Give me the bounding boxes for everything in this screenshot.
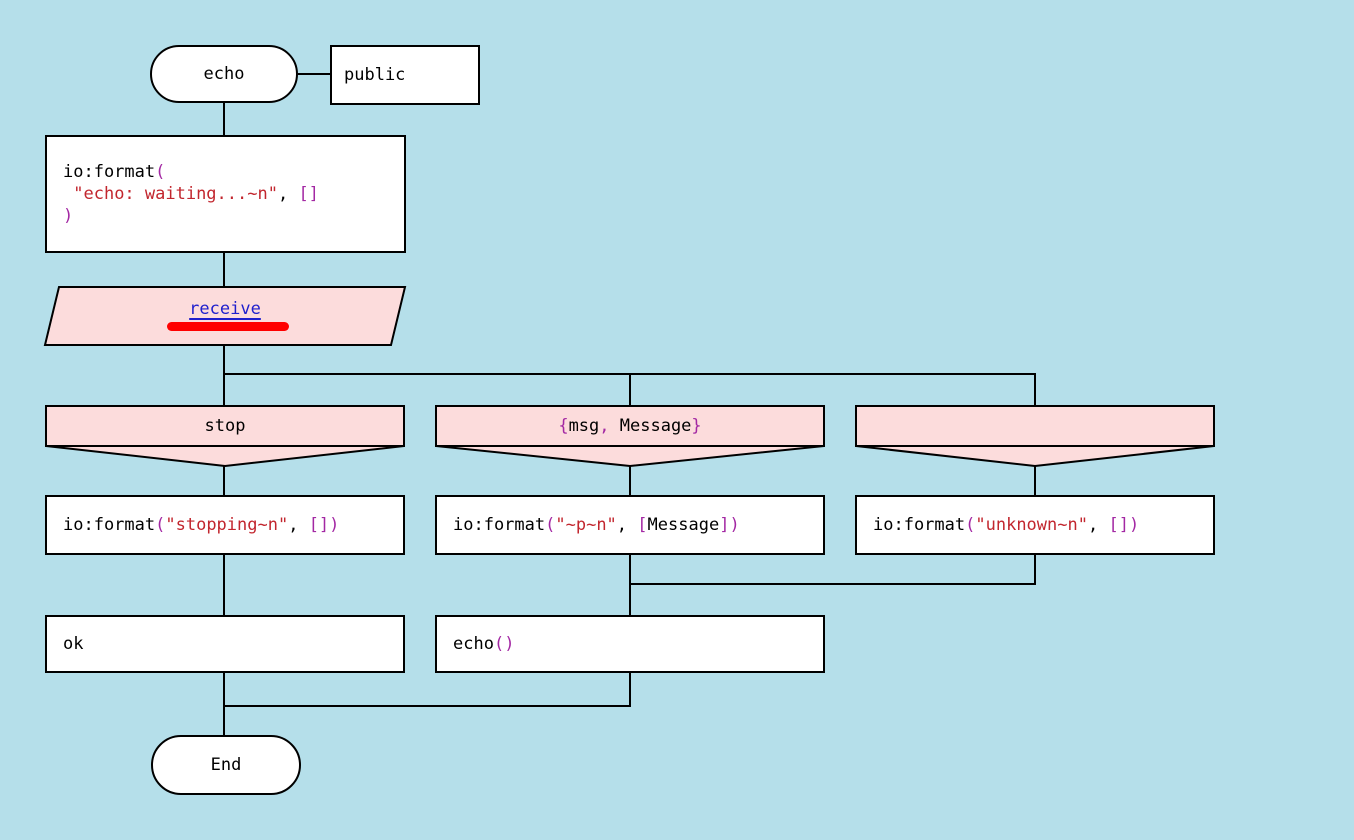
case-catchall-label bbox=[855, 406, 1215, 446]
receive-error-underline bbox=[167, 322, 289, 331]
parallelogram-shape bbox=[43, 286, 407, 346]
edge-rail-msg bbox=[629, 375, 631, 405]
edge-rail-unknown bbox=[1034, 375, 1036, 405]
echo-call-node: echo() bbox=[435, 615, 825, 673]
case-stop-label: stop bbox=[204, 416, 246, 436]
edge-receive-stop bbox=[223, 345, 225, 405]
edge-stop-action bbox=[223, 463, 225, 495]
io-format-stopping-node: io:format("stopping~n", []) bbox=[45, 495, 405, 555]
end-node: End bbox=[151, 735, 301, 795]
start-node: echo bbox=[150, 45, 298, 103]
edge-stopping-ok bbox=[223, 555, 225, 615]
io-format-message-node: io:format("~p~n", [Message]) bbox=[435, 495, 825, 555]
case-header-stop: stop bbox=[45, 405, 405, 467]
visibility-node: public bbox=[330, 45, 480, 105]
pentagon-shape bbox=[45, 405, 405, 467]
pentagon-shape bbox=[855, 405, 1215, 467]
ok-node: ok bbox=[45, 615, 405, 673]
edge-start-init bbox=[223, 103, 225, 135]
edge-message-echo bbox=[629, 555, 631, 615]
edge-start-public bbox=[298, 73, 330, 75]
init-io-format-node: io:format( "echo: waiting...~n", []) bbox=[45, 135, 406, 253]
pentagon-shape bbox=[435, 405, 825, 467]
edge-branch-rail bbox=[223, 373, 1036, 375]
receive-link[interactable]: receive bbox=[189, 299, 261, 319]
edge-join-horizontal bbox=[629, 583, 1036, 585]
io-format-unknown-node: io:format("unknown~n", []) bbox=[855, 495, 1215, 555]
start-node-label: echo bbox=[203, 64, 245, 84]
edge-msg-action bbox=[629, 463, 631, 495]
receive-node: receive bbox=[43, 286, 407, 346]
edge-unknown-join bbox=[1034, 555, 1036, 585]
end-node-label: End bbox=[210, 755, 242, 775]
edge-echo-join bbox=[629, 673, 631, 707]
visibility-label: public bbox=[344, 65, 406, 85]
edge-unknown-action bbox=[1034, 463, 1036, 495]
edge-ok-end bbox=[223, 673, 225, 735]
case-header-msg-message: {msg, Message} bbox=[435, 405, 825, 467]
edge-bottom-horizontal bbox=[223, 705, 631, 707]
case-msg-label: {msg, Message} bbox=[558, 416, 702, 436]
edge-init-receive bbox=[223, 253, 225, 286]
case-header-catchall bbox=[855, 405, 1215, 467]
